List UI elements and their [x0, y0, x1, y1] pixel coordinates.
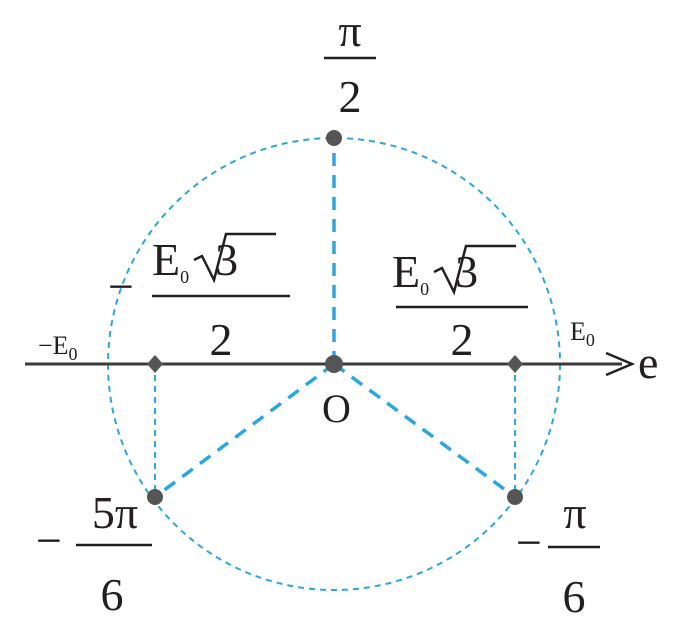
projection-marker-right [507, 355, 523, 373]
phasor-neg-5pi-over-6 [153, 362, 336, 499]
neg-E0-sub: 0 [69, 344, 78, 364]
fraction-pos-sqrt3: E0 3 2 [392, 244, 528, 365]
neg-sqrt3-denominator: 2 [210, 314, 233, 365]
neg-5pi-sign: − [36, 515, 62, 566]
fraction-pi-over-2: π 2 [324, 5, 376, 122]
point-bottom-left [147, 489, 163, 505]
projection-marker-left [147, 355, 163, 373]
pos-sqrt3-E: E [392, 246, 420, 297]
pi-over-2-numerator: π [338, 5, 361, 56]
pos-sqrt3-radical [433, 244, 516, 296]
neg-E0-label: −E0 [38, 331, 78, 364]
pos-sqrt3-denominator: 2 [451, 314, 474, 365]
pos-E0-sub: 0 [586, 330, 595, 350]
neg-sqrt3-E: E [152, 234, 180, 285]
point-top [326, 130, 342, 146]
fraction-neg-pi-over-6: − π 6 [516, 487, 600, 622]
neg-sqrt3-radical [193, 232, 276, 284]
neg-5pi-numerator: 5π [92, 487, 138, 538]
pos-sqrt3-root: 3 [455, 246, 478, 297]
pos-E0-label: E0 [570, 317, 595, 350]
neg-sqrt3-root: 3 [215, 234, 238, 285]
neg-pi-sign: − [516, 517, 542, 568]
point-origin [325, 355, 343, 373]
neg-pi-denominator: 6 [563, 571, 586, 622]
neg-5pi-denominator: 6 [101, 569, 124, 620]
pos-E0-base: E [570, 317, 586, 346]
pos-sqrt3-sub: 0 [420, 279, 429, 299]
phasor-neg-pi-over-6 [332, 362, 517, 499]
axis-label-e: e [638, 337, 658, 388]
neg-sqrt3-sub: 0 [180, 267, 189, 287]
neg-sqrt3-sign: − [108, 261, 134, 312]
fraction-neg-sqrt3: − E0 3 2 [108, 232, 290, 365]
origin-label: O [322, 386, 351, 431]
axis-arrowhead [605, 351, 636, 377]
pi-over-2-denominator: 2 [339, 71, 362, 122]
point-bottom-right [507, 489, 523, 505]
neg-pi-numerator: π [563, 487, 586, 538]
pos-sqrt3-numerator: E0 3 [392, 246, 478, 299]
neg-E0-base: −E [38, 331, 69, 360]
fraction-neg-5pi-over-6: − 5π 6 [36, 487, 152, 620]
neg-sqrt3-numerator: E0 3 [152, 234, 238, 287]
